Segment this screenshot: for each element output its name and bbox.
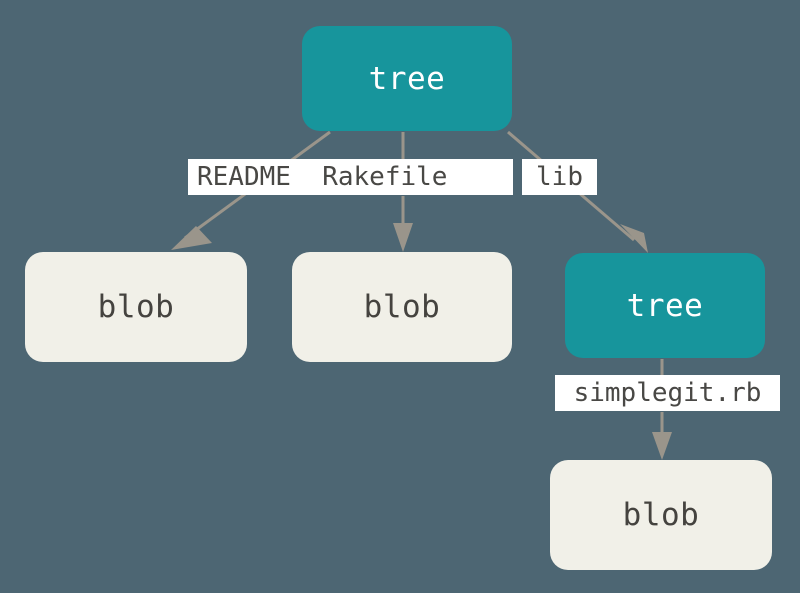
node-label: blob <box>97 289 175 325</box>
edge-label-text: simplegit.rb <box>573 377 762 408</box>
edge-label-text: README Rakefile <box>197 161 448 192</box>
node-label: blob <box>622 497 700 533</box>
node-blob-rakefile[interactable]: blob <box>292 252 512 362</box>
edge-label-text: lib <box>536 161 583 192</box>
node-lib-tree[interactable]: tree <box>565 253 765 358</box>
edge-label-readme-rakefile: README Rakefile <box>188 159 513 195</box>
edge-label-lib: lib <box>522 159 597 195</box>
node-label: tree <box>368 60 446 97</box>
node-label: blob <box>363 289 441 325</box>
edge-label-simplegit: simplegit.rb <box>555 375 780 411</box>
node-root-tree[interactable]: tree <box>302 26 512 131</box>
node-blob-simplegit[interactable]: blob <box>550 460 772 570</box>
node-label: tree <box>626 287 704 324</box>
node-blob-readme[interactable]: blob <box>25 252 247 362</box>
